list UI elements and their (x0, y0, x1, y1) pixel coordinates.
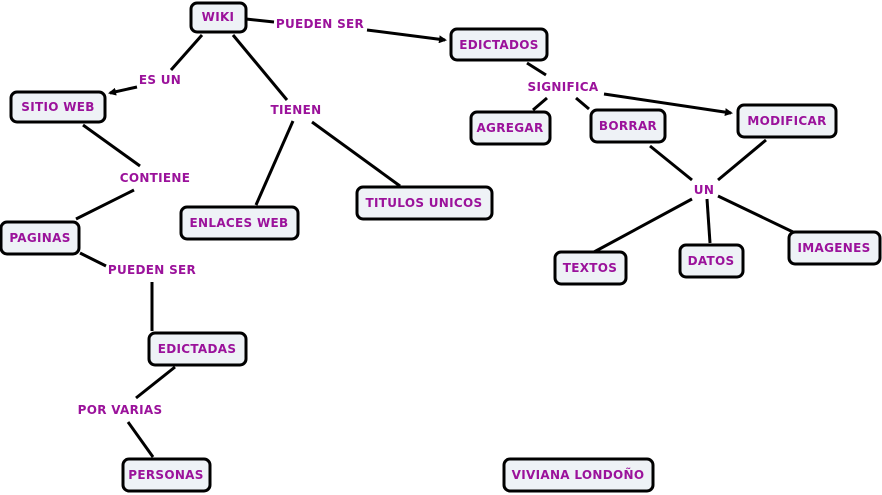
svg-text:BORRAR: BORRAR (599, 119, 657, 133)
svg-text:SITIO WEB: SITIO WEB (21, 100, 94, 114)
connector (254, 120, 295, 206)
concept-edictados[interactable]: EDICTADOS (449, 27, 549, 62)
concept-imagenes[interactable]: IMAGENES (787, 230, 882, 266)
svg-text:PERSONAS: PERSONAS (128, 468, 203, 482)
concept-wiki[interactable]: WIKI (189, 1, 248, 34)
connector (75, 188, 135, 221)
concept-titulos-unicos[interactable]: TITULOS UNICOS (355, 185, 494, 221)
link-label-tienen: TIENEN (271, 103, 322, 117)
author-box: VIVIANA LONDOÑO (502, 457, 655, 493)
connectors (75, 17, 794, 458)
link-label-significa: SIGNIFICA (528, 80, 599, 94)
connector (532, 96, 548, 112)
svg-text:AGREGAR: AGREGAR (476, 121, 543, 135)
link-label-pueden-ser: PUEDEN SER (276, 17, 364, 31)
link-label-contiene: CONTIENE (120, 171, 191, 185)
concept-enlaces-web[interactable]: ENLACES WEB (179, 205, 300, 241)
connector (311, 120, 401, 188)
arrow-connector (366, 28, 447, 44)
svg-text:TEXTOS: TEXTOS (563, 261, 617, 275)
connector (717, 194, 794, 234)
connector (135, 365, 176, 400)
connector (717, 138, 767, 182)
link-label-pueden-ser-2: PUEDEN SER (108, 263, 196, 277)
svg-text:WIKI: WIKI (202, 10, 235, 24)
concept-datos[interactable]: DATOS (678, 243, 745, 279)
svg-text:TITULOS UNICOS: TITULOS UNICOS (366, 196, 483, 210)
concept-textos[interactable]: TEXTOS (553, 250, 628, 286)
concept-personas[interactable]: PERSONAS (121, 457, 212, 493)
svg-text:ENLACES WEB: ENLACES WEB (190, 216, 289, 230)
arrow-connector (603, 92, 733, 117)
link-labels: PUEDEN SER ES UN TIENEN SIGNIFICA CONTIE… (78, 17, 714, 417)
connector (169, 34, 204, 71)
svg-text:DATOS: DATOS (688, 254, 735, 268)
concept-paginas[interactable]: PAGINAS (0, 220, 81, 256)
connector (593, 197, 693, 254)
link-label-un: UN (694, 183, 714, 197)
link-label-por-varias: POR VARIAS (78, 403, 163, 417)
connector (82, 123, 141, 168)
concept-modificar[interactable]: MODIFICAR (736, 103, 838, 139)
connector (649, 144, 693, 182)
svg-text:EDICTADOS: EDICTADOS (459, 38, 538, 52)
connector (526, 61, 547, 77)
arrow-connector (108, 85, 138, 96)
svg-text:VIVIANA LONDOÑO: VIVIANA LONDOÑO (512, 467, 645, 482)
connector (575, 96, 590, 111)
svg-text:IMAGENES: IMAGENES (797, 241, 870, 255)
svg-text:MODIFICAR: MODIFICAR (747, 114, 826, 128)
connector (126, 421, 155, 458)
connector (231, 34, 289, 101)
link-label-es-un: ES UN (139, 73, 181, 87)
concept-sitio-web[interactable]: SITIO WEB (9, 90, 107, 124)
concept-edictadas[interactable]: EDICTADAS (147, 331, 248, 367)
concept-agregar[interactable]: AGREGAR (469, 110, 552, 146)
connector (79, 251, 107, 268)
concept-borrar[interactable]: BORRAR (589, 108, 667, 144)
connector (705, 198, 712, 244)
svg-text:PAGINAS: PAGINAS (9, 231, 70, 245)
connector (245, 17, 275, 24)
svg-text:EDICTADAS: EDICTADAS (158, 342, 237, 356)
